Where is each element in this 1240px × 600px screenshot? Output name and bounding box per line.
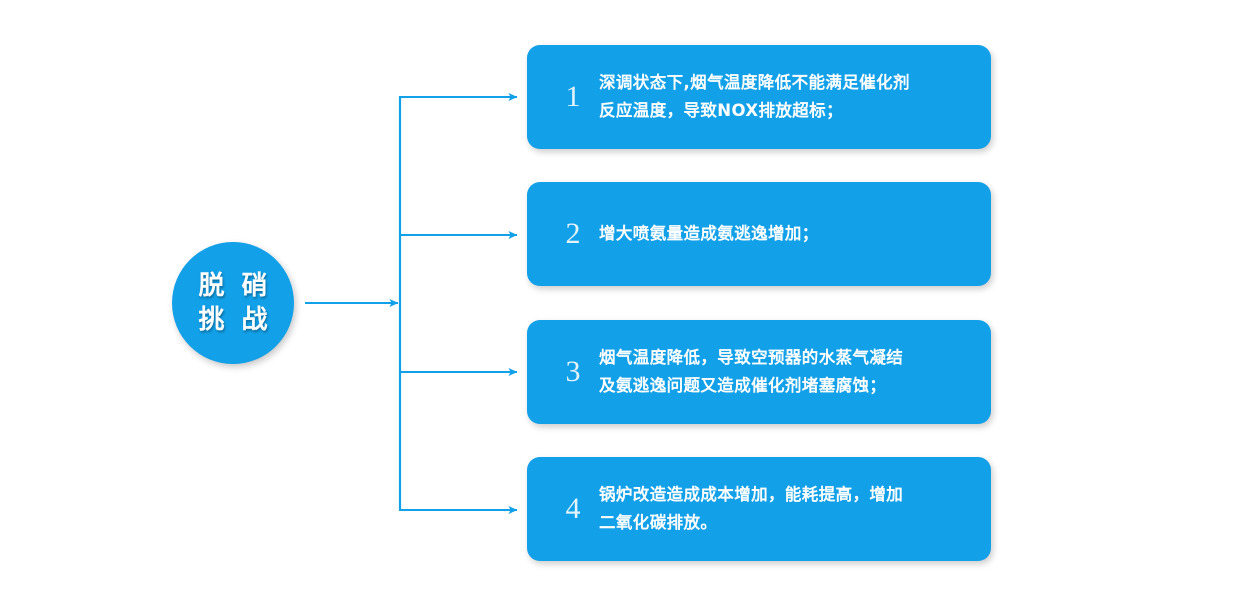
challenge-number-2: 2 xyxy=(565,217,581,250)
challenge-box-3[interactable]: 3 烟气温度降低，导致空预器的水蒸气凝结 及氨逃逸问题又造成催化剂堵塞腐蚀； xyxy=(527,320,991,424)
challenge-text-3-line-2: 及氨逃逸问题又造成催化剂堵塞腐蚀； xyxy=(599,376,887,395)
challenge-number-1: 1 xyxy=(565,80,581,113)
challenge-number-4: 4 xyxy=(565,492,581,525)
challenge-number-3: 3 xyxy=(565,355,581,388)
challenge-text-2-line-1: 增大喷氨量造成氨逃逸增加； xyxy=(599,224,819,243)
challenge-box-4[interactable]: 4 锅炉改造造成成本增加，能耗提高，增加 二氧化碳排放。 xyxy=(527,457,991,561)
challenge-text-1-line-2: 反应温度，导致NOX排放超标； xyxy=(599,101,843,120)
challenge-box-2[interactable]: 2 增大喷氨量造成氨逃逸增加； xyxy=(527,182,991,286)
challenge-text-4: 锅炉改造造成成本增加，能耗提高，增加 二氧化碳排放。 xyxy=(599,481,991,537)
challenge-text-1-line-1: 深调状态下,烟气温度降低不能满足催化剂 xyxy=(599,73,910,92)
challenge-text-4-line-1: 锅炉改造造成成本增加，能耗提高，增加 xyxy=(599,485,904,504)
challenge-text-4-line-2: 二氧化碳排放。 xyxy=(599,513,718,532)
hub-label-line-1: 脱 硝 xyxy=(198,271,272,301)
hub-circle[interactable]: 脱 硝 挑 战 xyxy=(172,242,294,364)
challenge-text-2: 增大喷氨量造成氨逃逸增加； xyxy=(599,220,991,248)
challenge-text-1: 深调状态下,烟气温度降低不能满足催化剂 反应温度，导致NOX排放超标； xyxy=(599,69,991,125)
challenge-text-3: 烟气温度降低，导致空预器的水蒸气凝结 及氨逃逸问题又造成催化剂堵塞腐蚀； xyxy=(599,344,991,400)
challenge-text-3-line-1: 烟气温度降低，导致空预器的水蒸气凝结 xyxy=(599,348,904,367)
challenge-box-1[interactable]: 1 深调状态下,烟气温度降低不能满足催化剂 反应温度，导致NOX排放超标； xyxy=(527,45,991,149)
hub-label-line-2: 挑 战 xyxy=(198,305,272,335)
